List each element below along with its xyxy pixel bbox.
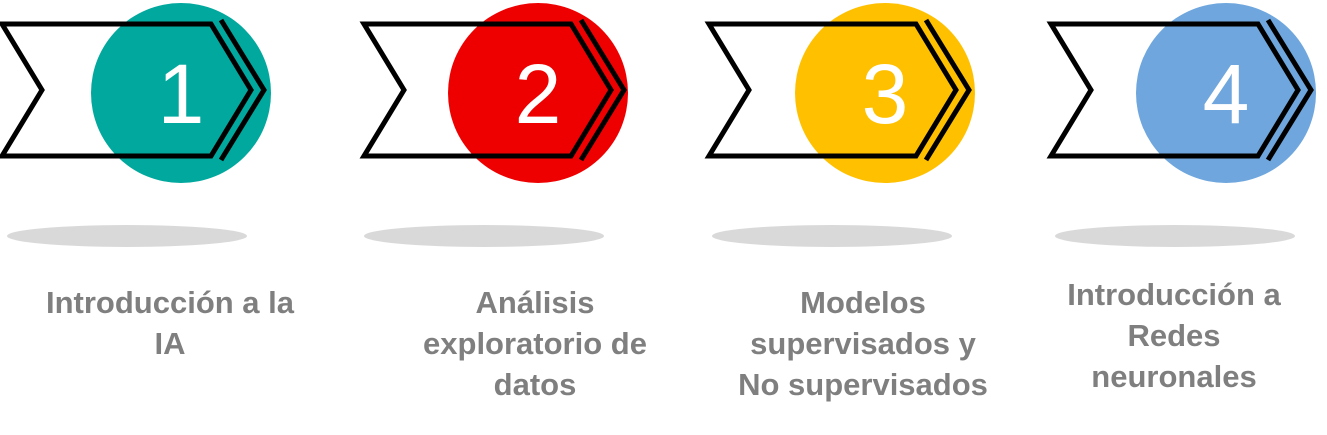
step-1-number: 1: [158, 47, 205, 141]
step-3: 3 Modelos supervisados y No supervisados: [704, 0, 1005, 435]
step-2-label-line: exploratorio de: [423, 326, 647, 361]
chevron-arrow-icon: [359, 18, 627, 162]
step-4-graphic: 4: [1046, 3, 1316, 247]
step-2-shadow: [364, 225, 604, 247]
step-4-label: Introducción a Redes neuronales: [1024, 274, 1324, 397]
step-3-label-line: No supervisados: [738, 367, 988, 402]
step-4-label-line: Redes: [1127, 318, 1221, 353]
chevron-arrow-icon: [704, 18, 972, 162]
step-4-number: 4: [1203, 47, 1250, 141]
step-2-label-line: Análisis: [475, 285, 595, 320]
step-1-label-line: Introducción a la: [45, 285, 295, 320]
step-2: 2 Análisis exploratorio de datos: [359, 0, 660, 435]
step-3-label-line: Modelos: [800, 285, 926, 320]
step-1-label-line: IA: [154, 326, 186, 361]
step-1-shadow: [7, 225, 247, 247]
step-3-graphic: 3: [704, 3, 975, 247]
chevron-arrow-icon: [0, 18, 267, 162]
step-1-label: Introducción a la IA: [20, 282, 320, 364]
step-2-number: 2: [515, 47, 562, 141]
step-4-label-line: neuronales: [1091, 359, 1257, 394]
chevron-arrow-icon: [1046, 18, 1314, 162]
step-3-number: 3: [862, 47, 909, 141]
step-2-graphic: 2: [359, 3, 628, 247]
step-3-shadow: [712, 225, 952, 247]
step-1: 1 Introducción a la IA: [0, 0, 300, 435]
step-2-label-line: datos: [493, 367, 577, 402]
step-4-shadow: [1055, 225, 1295, 247]
step-4-label-line: Introducción a: [1067, 277, 1281, 312]
step-3-label-line: supervisados y: [750, 326, 976, 361]
step-1-graphic: 1: [0, 3, 271, 247]
step-4: 4 Introducción a Redes neuronales: [1022, 0, 1322, 435]
step-2-label: Análisis exploratorio de datos: [385, 282, 685, 405]
step-3-label: Modelos supervisados y No supervisados: [713, 282, 1013, 405]
